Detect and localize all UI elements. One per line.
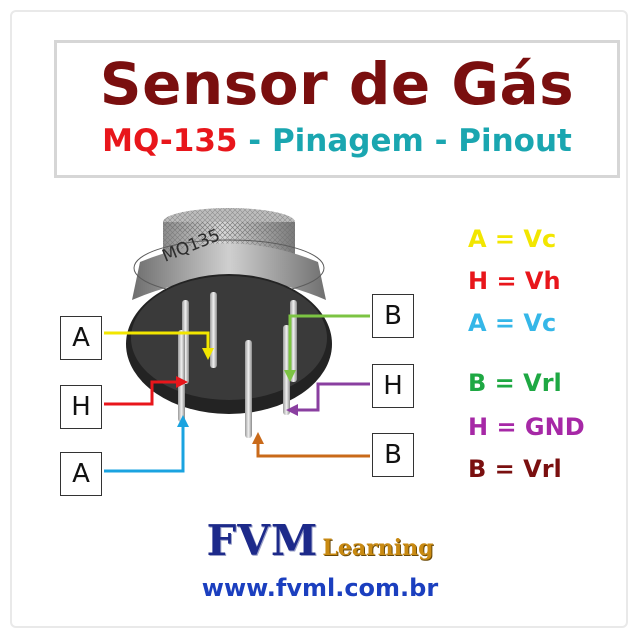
arrow-h-left-head — [176, 376, 188, 388]
pin-a-bottom — [178, 330, 185, 422]
legend-item-b-vrl-2: B = Vrl — [468, 455, 562, 483]
arrow-b-top-head — [284, 370, 296, 382]
arrow-b-bottom — [256, 442, 370, 458]
legend-item-b-vrl-1: B = Vrl — [468, 369, 562, 397]
arrow-a-bottom-head — [177, 415, 189, 427]
legend-item-h-gnd: H = GND — [468, 413, 585, 441]
legend-item-a-vc-2: A = Vc — [468, 309, 557, 337]
pin-label-h-left: H — [60, 385, 102, 429]
page-subtitle: MQ-135 - Pinagem - Pinout — [57, 121, 617, 161]
arrow-a-bottom — [104, 425, 185, 473]
arrow-a-top — [104, 331, 210, 350]
arrow-h-right — [296, 382, 370, 412]
arrow-h-left — [104, 380, 178, 406]
arrow-b-bottom-head — [252, 432, 264, 444]
logo-brand: FVM — [206, 516, 319, 565]
pin-b-top — [290, 300, 297, 382]
pin-label-b-bottom: B — [372, 433, 414, 477]
arrow-b-top — [288, 314, 370, 372]
arrow-a-top-head — [202, 348, 214, 360]
pin-label-a-bottom: A — [60, 452, 102, 496]
pin-a-top — [210, 292, 217, 368]
arrow-h-right-head — [286, 404, 298, 416]
subtitle-pinout: - Pinagem - Pinout — [237, 123, 572, 159]
logo-suffix: Learning — [322, 535, 434, 561]
pin-label-a-top: A — [60, 316, 102, 360]
subtitle-model: MQ-135 — [102, 123, 238, 159]
pin-label-h-right: H — [372, 364, 414, 408]
page-title: Sensor de Gás — [99, 50, 575, 118]
pin-b-bottom — [245, 340, 252, 438]
title-box: Sensor de Gás MQ-135 - Pinagem - Pinout — [54, 40, 620, 178]
pin-label-b-top: B — [372, 294, 414, 338]
legend-item-h-vh: H = Vh — [468, 267, 561, 295]
website-url: www.fvml.com.br — [201, 574, 439, 602]
outer-frame — [10, 10, 628, 628]
legend-item-a-vc-1: A = Vc — [468, 225, 557, 253]
